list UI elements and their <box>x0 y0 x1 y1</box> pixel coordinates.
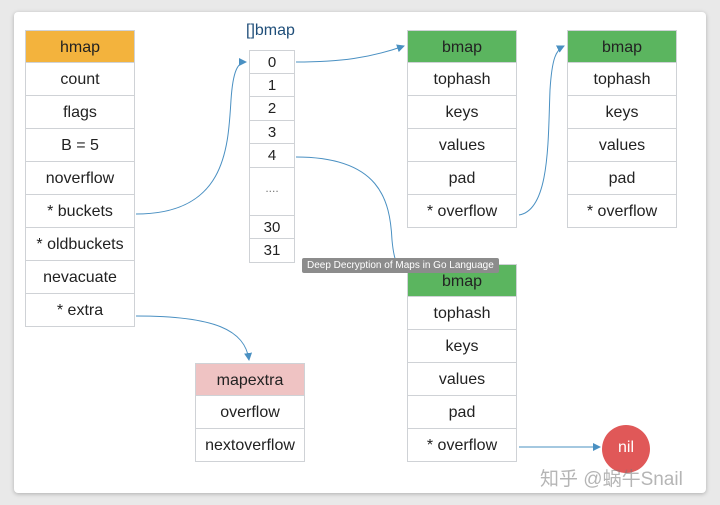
bmap-field-pad: pad <box>567 162 677 195</box>
hmap-field-flags: flags <box>25 96 135 129</box>
bmap-struct-overflow: bmap tophash keys values pad * overflow <box>567 30 677 228</box>
mapextra-field-nextoverflow: nextoverflow <box>195 429 305 462</box>
bucket-index-2: 2 <box>249 97 295 121</box>
bucket-array-title: []bmap <box>246 22 295 39</box>
bmap-field-overflow: * overflow <box>407 429 517 462</box>
bucket-index-4: 4 <box>249 144 295 168</box>
bmap-field-tophash: tophash <box>407 297 517 330</box>
bucket4-to-bmap-arrow <box>295 156 405 273</box>
bmap-field-values: values <box>567 129 677 162</box>
bmap-header: bmap <box>567 30 677 63</box>
overflow-to-bmap-arrow <box>518 45 565 216</box>
bmap-field-pad: pad <box>407 162 517 195</box>
hmap-field-nevacuate: nevacuate <box>25 261 135 294</box>
bmap-field-keys: keys <box>407 330 517 363</box>
bmap-field-tophash: tophash <box>407 63 517 96</box>
bmap-field-values: values <box>407 129 517 162</box>
extra-to-mapextra-arrow <box>135 315 253 361</box>
bucket-index-3: 3 <box>249 120 295 144</box>
bucket-index-31: 31 <box>249 239 295 263</box>
bmap-field-tophash: tophash <box>567 63 677 96</box>
nil-node: nil <box>602 425 650 473</box>
bmap-struct-bucket4: bmap tophash keys values pad * overflow <box>407 264 517 462</box>
bmap-field-pad: pad <box>407 396 517 429</box>
mapextra-field-overflow: overflow <box>195 396 305 429</box>
hmap-struct: hmap count flags B = 5 noverflow * bucke… <box>25 30 135 327</box>
hmap-field-extra: * extra <box>25 294 135 327</box>
bmap-field-overflow: * overflow <box>567 195 677 228</box>
bmap-field-overflow: * overflow <box>407 195 517 228</box>
bmap-struct-bucket0: bmap tophash keys values pad * overflow <box>407 30 517 228</box>
hmap-field-buckets: * buckets <box>25 195 135 228</box>
bucket-index-0: 0 <box>249 50 295 74</box>
mapextra-struct: mapextra overflow nextoverflow <box>195 363 305 462</box>
bucket0-to-bmap-arrow <box>295 44 405 63</box>
hmap-field-oldbuckets: * oldbuckets <box>25 228 135 261</box>
mapextra-header: mapextra <box>195 363 305 396</box>
bucket-index-1: 1 <box>249 73 295 97</box>
bmap-header: bmap <box>407 30 517 63</box>
bmap-field-values: values <box>407 363 517 396</box>
bmap-field-keys: keys <box>407 96 517 129</box>
hmap-field-count: count <box>25 63 135 96</box>
bucket-array: 0 1 2 3 4 .... 30 31 <box>249 50 295 263</box>
hmap-header: hmap <box>25 30 135 63</box>
watermark: 知乎 @蜗牛Snail <box>540 469 683 490</box>
bucket-ellipsis: .... <box>249 167 295 216</box>
bmap-field-keys: keys <box>567 96 677 129</box>
bucket-index-30: 30 <box>249 215 295 239</box>
buckets-to-array-arrow <box>135 58 247 215</box>
hmap-field-b: B = 5 <box>25 129 135 162</box>
hmap-field-noverflow: noverflow <box>25 162 135 195</box>
image-tooltip: Deep Decryption of Maps in Go Language <box>302 258 499 273</box>
